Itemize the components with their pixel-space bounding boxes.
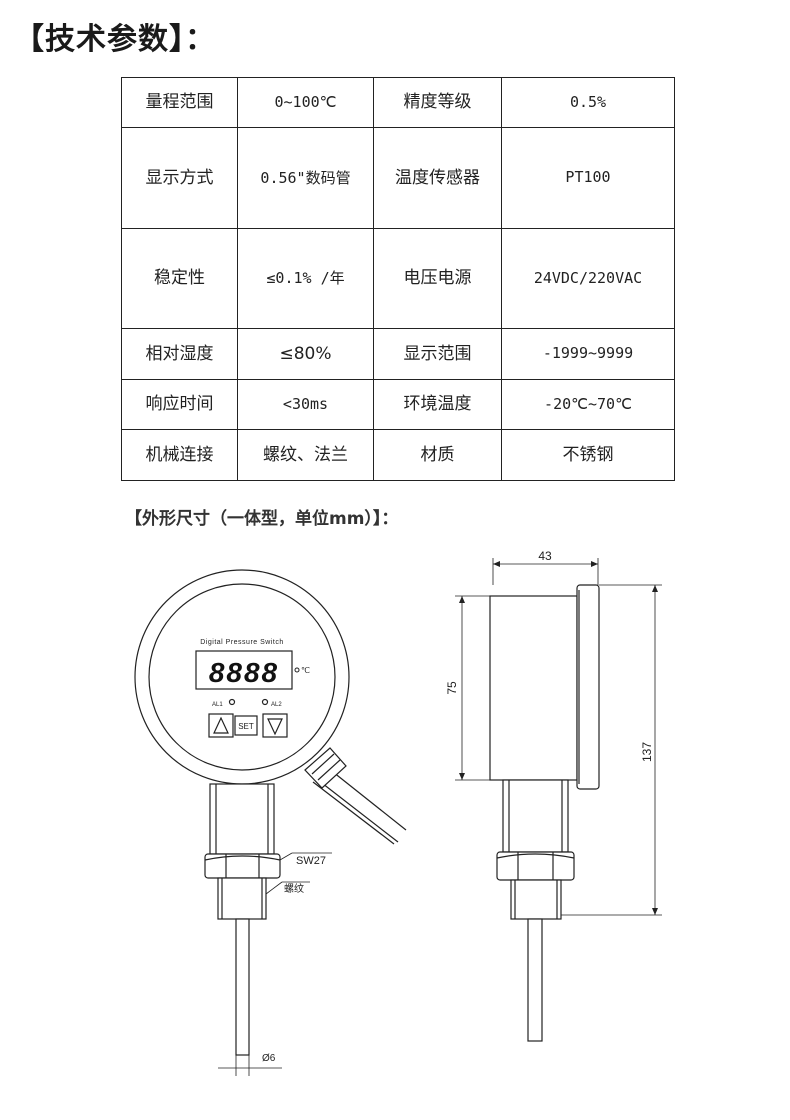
al2-indicator [261, 698, 269, 706]
al1-label: AL1 [212, 702, 223, 708]
spec-value: -20℃~70℃ [501, 379, 675, 430]
spec-label: 温度传感器 [373, 127, 502, 229]
led-display [195, 650, 293, 690]
spec-label: 电压电源 [373, 228, 502, 329]
table-row: 稳定性 ≤0.1% /年 电压电源 24VDC/220VAC [121, 228, 675, 329]
led-digits: 8888 [209, 657, 279, 688]
section-title: 【技术参数】： [14, 22, 216, 57]
spec-label: 显示方式 [121, 127, 238, 229]
table-row: 机械连接 螺纹、法兰 材质 不锈钢 [121, 429, 675, 481]
spec-value: ≤0.1% /年 [237, 228, 374, 329]
diameter-label: Ø6 [262, 1053, 276, 1064]
spec-label: 精度等级 [373, 77, 502, 128]
spec-value: ≤80% [237, 328, 374, 380]
table-row: 量程范围 0~100℃ 精度等级 0.5% [121, 77, 675, 128]
al2-label: AL2 [271, 702, 282, 708]
set-button[interactable] [234, 715, 258, 736]
spec-label: 机械连接 [121, 429, 238, 481]
front-view: Digital Pressure Switch 8888 ℃ AL1 AL2 S… [134, 569, 407, 1076]
total-dimension-label: 137 [640, 742, 654, 762]
gauge-bezel [148, 583, 336, 771]
side-probe [527, 918, 543, 1042]
spec-table: 量程范围 0~100℃ 精度等级 0.5% 显示方式 0.56"数码管 温度传感… [121, 77, 675, 481]
spec-label: 显示范围 [373, 328, 502, 380]
table-row: 显示方式 0.56"数码管 温度传感器 PT100 [121, 127, 675, 229]
spec-label: 环境温度 [373, 379, 502, 430]
spec-value: 0.56"数码管 [237, 127, 374, 229]
spec-label: 量程范围 [121, 77, 238, 128]
width-dimension-label: 43 [538, 549, 552, 563]
side-stem [502, 779, 569, 853]
spec-value: -1999~9999 [501, 328, 675, 380]
unit-label: ℃ [301, 666, 310, 675]
set-label: SET [238, 722, 254, 731]
thread-label: 螺纹 [284, 882, 304, 895]
spec-label: 稳定性 [121, 228, 238, 329]
cable [304, 747, 407, 845]
spec-value: 24VDC/220VAC [501, 228, 675, 329]
panel-title: Digital Pressure Switch [200, 639, 283, 646]
spec-value: 不锈钢 [501, 429, 675, 481]
spec-label: 响应时间 [121, 379, 238, 430]
dimensions-title: 【外形尺寸（一体型，单位mm）】： [125, 509, 399, 529]
wrench-size-label: SW27 [296, 855, 326, 867]
spec-value: <30ms [237, 379, 374, 430]
stem [209, 783, 275, 855]
side-thread [510, 879, 562, 920]
spec-value: 螺纹、法兰 [237, 429, 374, 481]
side-view: 43 75 137 [445, 549, 662, 1042]
side-flange [576, 584, 600, 790]
spec-label: 材质 [373, 429, 502, 481]
down-arrow-icon [267, 718, 283, 736]
spec-label: 相对湿度 [121, 328, 238, 380]
spec-value: PT100 [501, 127, 675, 229]
spec-value: 0.5% [501, 77, 675, 128]
probe [235, 918, 250, 1056]
table-row: 响应时间 <30ms 环境温度 -20℃~70℃ [121, 379, 675, 430]
thread [217, 877, 267, 920]
al1-indicator [228, 698, 236, 706]
side-body [489, 595, 578, 781]
table-row: 相对湿度 ≤80% 显示范围 -1999~9999 [121, 328, 675, 380]
spec-value: 0~100℃ [237, 77, 374, 128]
dimension-drawing: Digital Pressure Switch 8888 ℃ AL1 AL2 S… [134, 549, 662, 1076]
height-dimension-label: 75 [445, 681, 459, 695]
up-arrow-icon [213, 716, 229, 734]
